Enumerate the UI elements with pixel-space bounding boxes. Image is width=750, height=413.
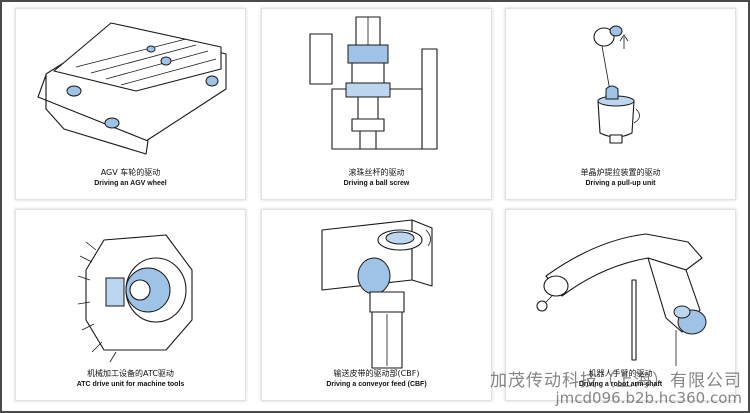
ball-screw-illustration: [309, 16, 438, 150]
card-ballscrew-caption-zh: 滚珠丝杆的驱动: [348, 168, 405, 177]
card-robot-caption-en: Driving a robot arm shaft: [578, 381, 663, 388]
robot-arm-illustration: [536, 233, 707, 366]
card-agv-caption-en: Driving an AGV wheel: [94, 180, 167, 187]
card-atc-drive: 机械加工设备的ATC驱动 ATC drive unit for machine …: [15, 209, 246, 401]
card-agv-wheel: AGV 车轮的驱动 Driving an AGV wheel: [15, 8, 246, 200]
card-atc-caption-en: ATC drive unit for machine tools: [76, 381, 185, 388]
card-pull-up-unit: 单晶炉提拉装置的驱动 Driving a pull-up unit: [505, 8, 736, 200]
card-atc-caption-zh: 机械加工设备的ATC驱动: [87, 369, 174, 378]
card-agv-caption-zh: AGV 车轮的驱动: [100, 168, 161, 177]
conveyor-feed-illustration: [321, 219, 433, 369]
watermark-url: jmcd096.b2b.hc360.com: [555, 389, 743, 407]
card-ballscrew-caption-en: Driving a ball screw: [343, 180, 410, 187]
agv-wheel-illustration: [37, 22, 227, 155]
card-conveyor-caption-en: Driving a conveyor feed (CBF): [326, 381, 427, 388]
pull-up-unit-illustration: [593, 25, 640, 144]
card-pullup-caption-en: Driving a pull-up unit: [585, 180, 656, 187]
card-conveyor-caption-zh: 输送皮带的驱动部(CBF): [333, 369, 420, 378]
card-ball-screw: 滚珠丝杆的驱动 Driving a ball screw: [261, 8, 492, 200]
card-conveyor-feed: 输送皮带的驱动部(CBF) Driving a conveyor feed (C…: [261, 209, 492, 401]
card-robot-caption-zh: 机器人手臂的驱动: [588, 369, 653, 378]
card-pullup-caption-zh: 单晶炉提拉装置的驱动: [580, 168, 661, 177]
atc-drive-illustration: [77, 234, 193, 363]
card-robot-arm: 机器人手臂的驱动 Driving a robot arm shaft: [505, 209, 736, 401]
watermark-company: 加茂传动科技（上海）有限公司: [490, 371, 742, 391]
